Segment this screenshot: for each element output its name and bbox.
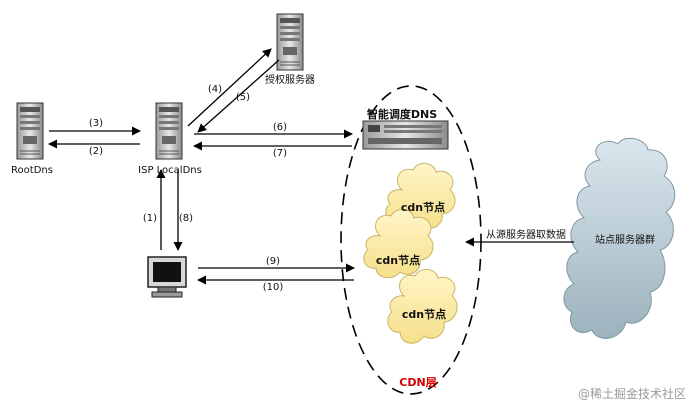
local-dns-server-icon — [155, 102, 183, 160]
arrow-step-5 — [197, 59, 280, 133]
site-cluster-label: 站点服务器群 — [595, 233, 655, 246]
watermark: @稀土掘金技术社区 — [578, 386, 686, 401]
auth-server-label: 授权服务器 — [265, 73, 315, 86]
cdn-node-cloud-3 — [387, 269, 458, 344]
local-dns-label: ISP LocalDns — [138, 165, 202, 176]
step-6-label: (6) — [273, 122, 287, 133]
cdn-node-label-1: cdn节点 — [401, 200, 445, 214]
arrow-step-4 — [187, 48, 272, 127]
auth-server-icon — [276, 13, 304, 71]
smart-dns-server-icon — [362, 120, 449, 150]
step-2-label: (2) — [89, 146, 103, 157]
origin-fetch-label: 从源服务器取数据 — [486, 228, 566, 241]
cdn-layer-label: CDN层 — [399, 376, 436, 389]
step-10-label: (10) — [263, 282, 284, 293]
cdn-node-label-3: cdn节点 — [402, 307, 446, 321]
cdn-node-cloud-2 — [363, 209, 434, 279]
cdn-node-label-2: cdn节点 — [376, 253, 420, 267]
step-5-label: (5) — [236, 92, 250, 103]
cdn-layer-boundary — [340, 85, 482, 395]
step-8-label: (8) — [179, 213, 193, 224]
site-server-cloud — [563, 137, 676, 339]
client-computer-icon — [147, 256, 187, 298]
step-3-label: (3) — [89, 118, 103, 129]
smart-dns-label: 智能调度DNS — [367, 107, 437, 121]
step-9-label: (9) — [266, 256, 280, 267]
root-dns-label: RootDns — [11, 165, 53, 176]
root-dns-server-icon — [16, 102, 44, 160]
step-4-label: (4) — [208, 84, 222, 95]
step-1-label: (1) — [143, 213, 157, 224]
step-7-label: (7) — [273, 148, 287, 159]
